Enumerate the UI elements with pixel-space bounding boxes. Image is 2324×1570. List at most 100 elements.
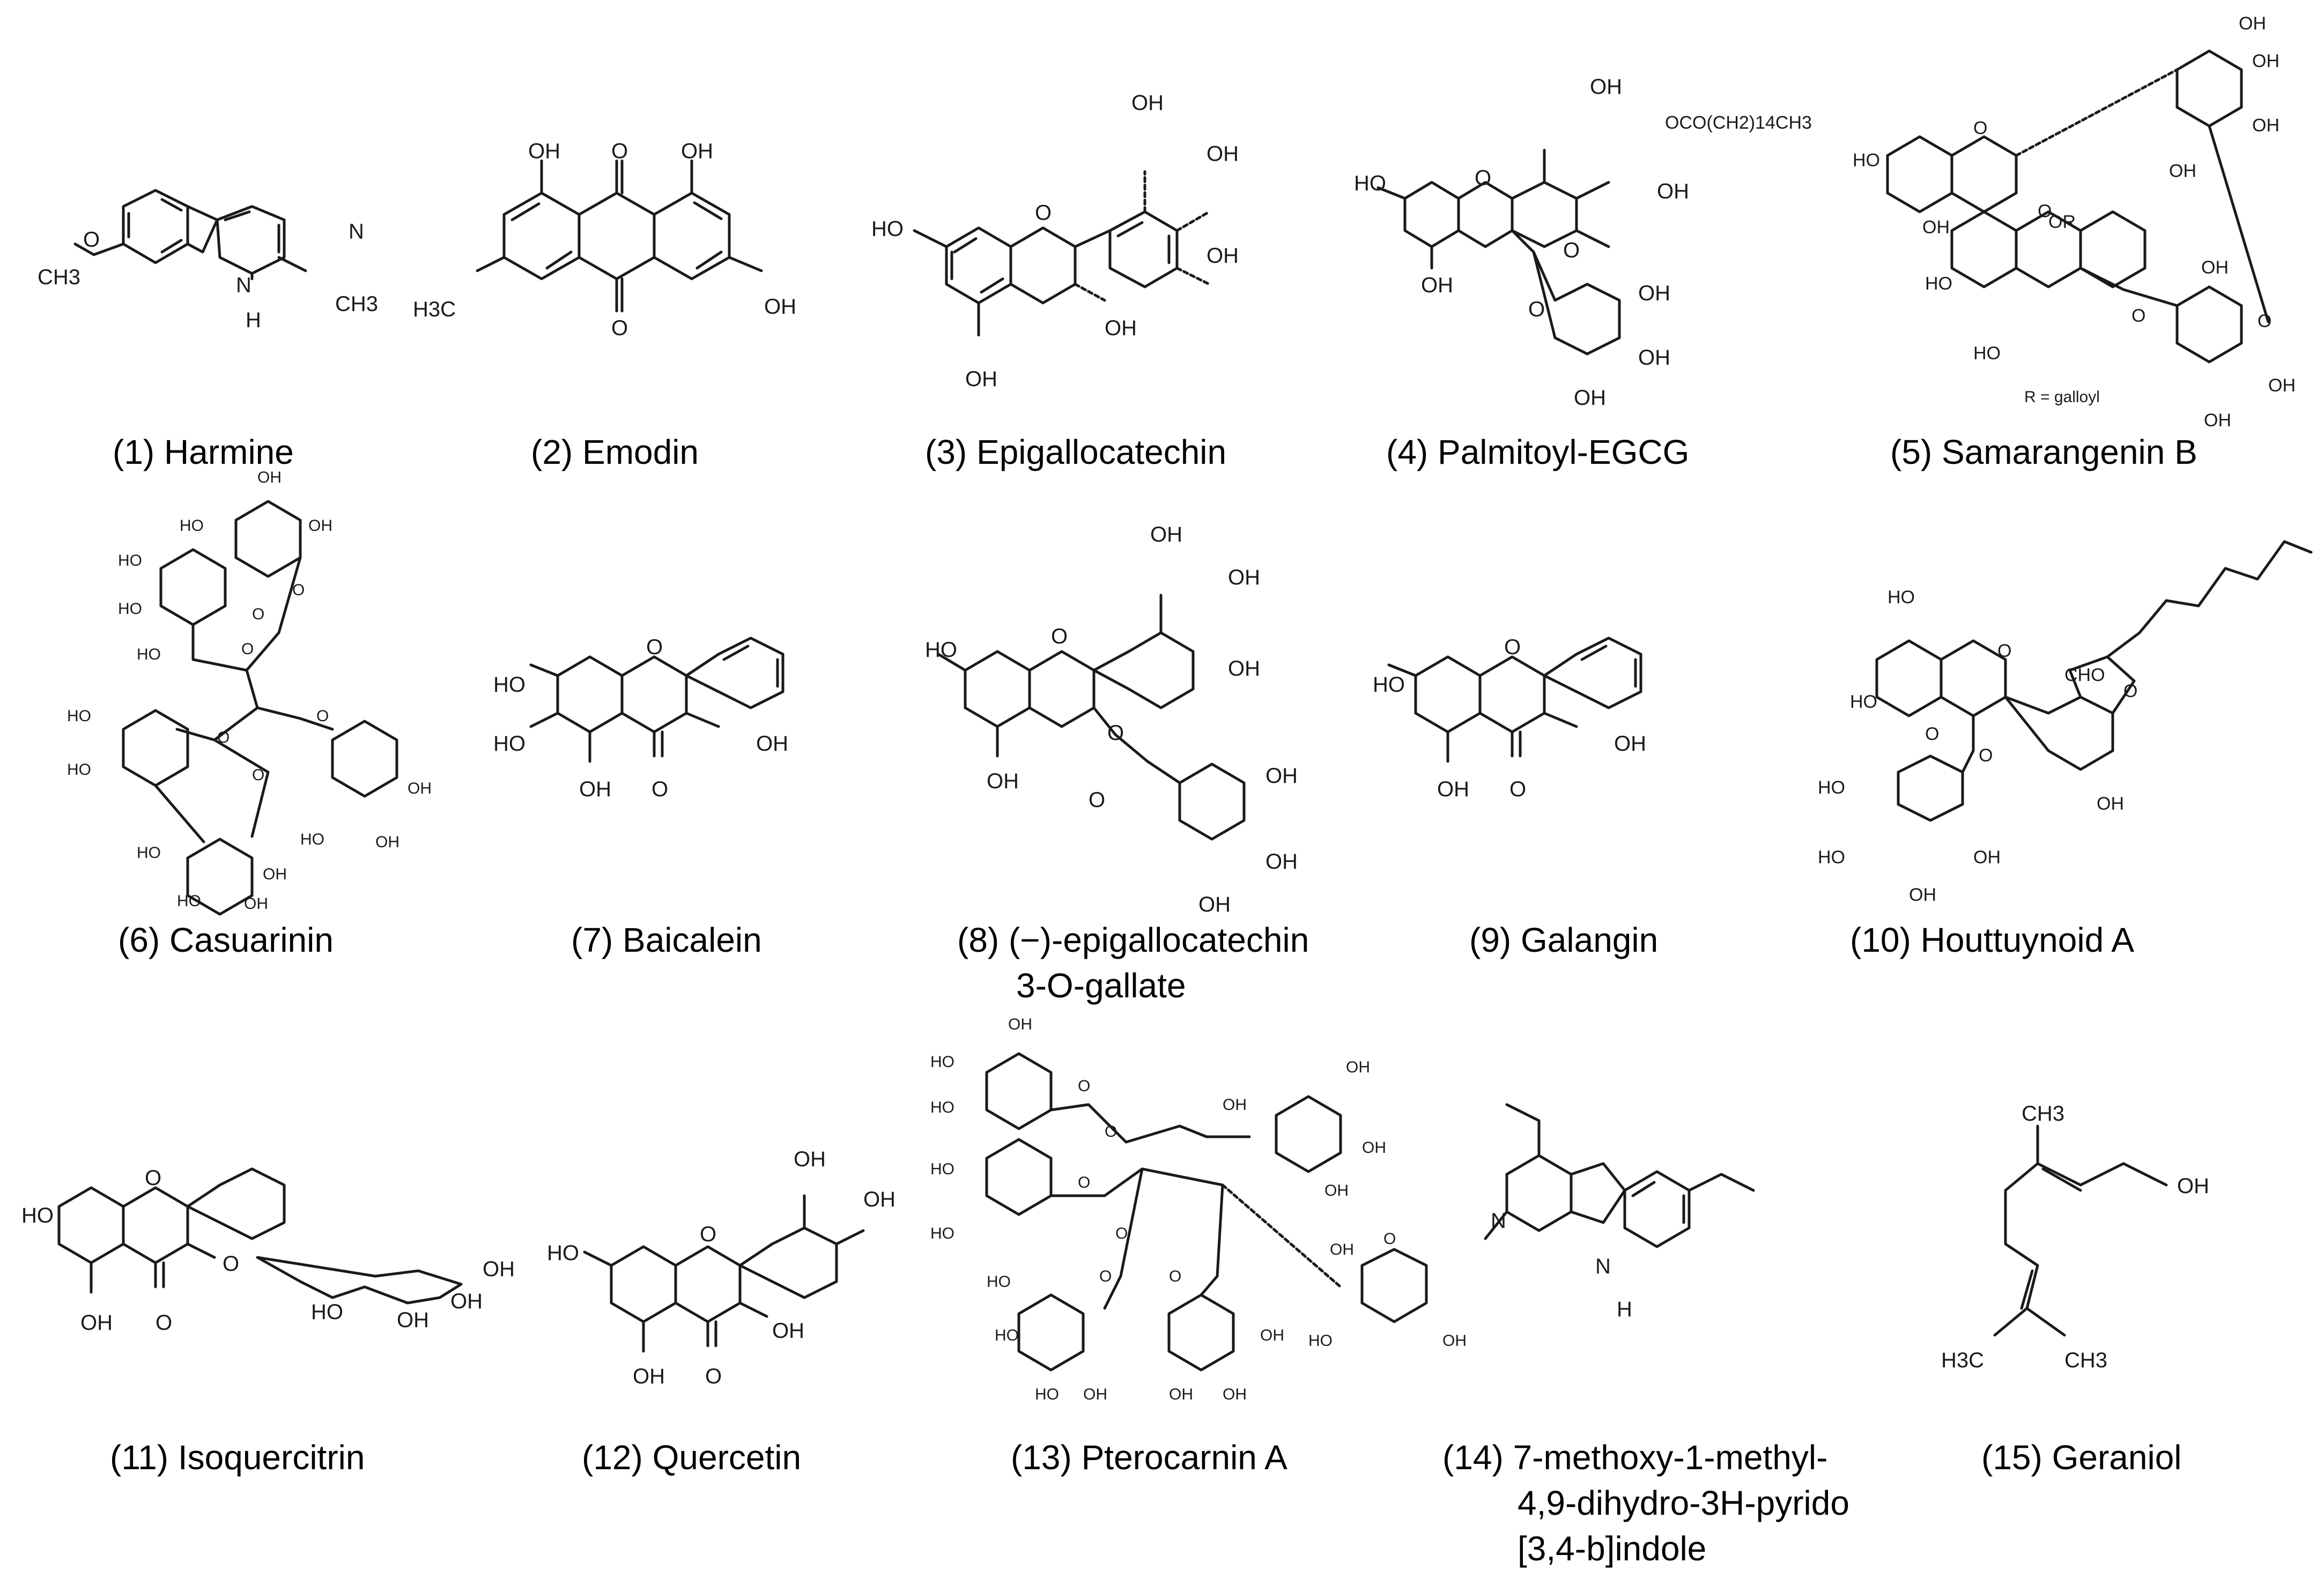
quercetin-ring-o-label: O bbox=[700, 1223, 716, 1246]
pterocarnin-sugar-o-label: O bbox=[1383, 1230, 1396, 1248]
samarangenin-ho-label: HO bbox=[1925, 273, 1952, 294]
quercetin-oh-label: OH bbox=[772, 1319, 804, 1343]
caption-15: (15) Geraniol bbox=[1981, 1438, 2182, 1477]
epigallocatechin-oh-label: OH bbox=[965, 367, 997, 391]
pterocarnin-ho-label: HO bbox=[930, 1053, 954, 1071]
egcg-ho-label: HO bbox=[925, 638, 957, 662]
egcg-oh-label: OH bbox=[987, 769, 1019, 793]
galangin-oh-label: OH bbox=[1437, 777, 1469, 801]
harmine-ch3-label: CH3 bbox=[335, 292, 378, 316]
caption-4: (4) Palmitoyl-EGCG bbox=[1386, 433, 1689, 471]
casuarinin-oh-label: OH bbox=[244, 895, 268, 913]
quercetin-keto-o-label: O bbox=[705, 1365, 722, 1388]
palmitoyl-oh-label: OH bbox=[1638, 282, 1670, 305]
samarangenin-ring-o-label: O bbox=[2038, 201, 2052, 221]
emodin-oh-label: OH bbox=[764, 295, 796, 319]
galangin-oh-label: OH bbox=[1614, 732, 1646, 756]
samarangenin-oh-label: OH bbox=[2252, 115, 2279, 136]
geraniol-ch3-label: CH3 bbox=[2064, 1349, 2107, 1372]
casuarinin-o-label: O bbox=[217, 729, 230, 746]
baicalein-oh-label: OH bbox=[756, 732, 788, 756]
egcg-oh-label: OH bbox=[1150, 523, 1182, 546]
casuarinin-ho-label: HO bbox=[180, 517, 204, 535]
samarangenin-oh-label: OH bbox=[2239, 13, 2266, 34]
structure-casuarinin: OH HO OH HO HO O O HO O O HO HO O O OH H… bbox=[67, 469, 432, 916]
epigallocatechin-ring-o-label: O bbox=[1035, 201, 1052, 225]
epigallocatechin-oh-label: OH bbox=[1105, 316, 1137, 340]
caption-7: (7) Baicalein bbox=[571, 921, 762, 959]
pterocarnin-ho-label: HO bbox=[1035, 1386, 1059, 1403]
harmine-methoxy-ch3-label: CH3 bbox=[38, 265, 80, 289]
palmitoyl-oh-label: OH bbox=[1421, 273, 1453, 297]
casuarinin-oh-label: OH bbox=[408, 780, 432, 797]
casuarinin-oh-label: OH bbox=[308, 517, 332, 535]
structure-harmine: O CH3 N H N CH3 bbox=[38, 189, 378, 332]
baicalein-ho-label: HO bbox=[493, 732, 526, 756]
egcg-carbonyl-o-label: O bbox=[1089, 788, 1105, 812]
samarangenin-oh-label: OH bbox=[2201, 257, 2229, 278]
pterocarnin-o-label: O bbox=[1105, 1123, 1117, 1141]
caption-8-line2: 3-O-gallate bbox=[1016, 966, 1186, 1005]
pterocarnin-ho-label: HO bbox=[987, 1273, 1011, 1291]
caption-8-line1: (8) (−)-epigallocatechin bbox=[957, 921, 1309, 959]
pterocarnin-oh-label: OH bbox=[1362, 1139, 1386, 1157]
caption-9: (9) Galangin bbox=[1469, 921, 1658, 959]
quercetin-oh-label: OH bbox=[633, 1365, 665, 1388]
baicalein-ho-label: HO bbox=[493, 673, 526, 697]
houttuynoid-oh-label: OH bbox=[2097, 794, 2124, 814]
houttuynoid-ho-label: HO bbox=[1850, 692, 1877, 712]
caption-5: (5) Samarangenin B bbox=[1890, 433, 2197, 471]
houttuynoid-oh-label: OH bbox=[1973, 847, 2001, 868]
samarangenin-ester-o-label: O bbox=[2131, 306, 2145, 326]
casuarinin-o-label: O bbox=[252, 605, 264, 623]
egcg-oh-label: OH bbox=[1228, 657, 1260, 680]
caption-14-line2: 4,9-dihydro-3H-pyrido bbox=[1518, 1484, 1849, 1522]
emodin-oh-label: OH bbox=[681, 139, 713, 163]
pterocarnin-oh-label: OH bbox=[1008, 1016, 1032, 1033]
palmitoyl-ester-o-label: O bbox=[1563, 239, 1580, 262]
casuarinin-oh-label: OH bbox=[375, 833, 399, 851]
houttuynoid-glycoside-o-label: O bbox=[1979, 745, 1993, 766]
baicalein-keto-o-label: O bbox=[652, 777, 668, 801]
casuarinin-ho-label: HO bbox=[300, 831, 324, 848]
geraniol-oh-label: OH bbox=[2177, 1174, 2209, 1198]
casuarinin-o-label: O bbox=[252, 766, 264, 784]
galangin-keto-o-label: O bbox=[1509, 777, 1526, 801]
isoquercitrin-oh-label: OH bbox=[450, 1290, 483, 1313]
palmitoyl-oh-label: OH bbox=[1638, 346, 1670, 369]
emodin-keto-o-label: O bbox=[611, 139, 628, 163]
pyridoindole-nh-n-label: N bbox=[1595, 1255, 1611, 1278]
casuarinin-ho-label: HO bbox=[177, 892, 201, 910]
egcg-ester-o-label: O bbox=[1107, 721, 1124, 745]
galangin-ring-o-label: O bbox=[1504, 635, 1521, 659]
isoquercitrin-keto-o-label: O bbox=[156, 1311, 172, 1335]
samarangenin-ether-o-label: O bbox=[2258, 311, 2271, 331]
quercetin-oh-label: OH bbox=[863, 1188, 895, 1211]
epigallocatechin-oh-label: OH bbox=[1131, 91, 1164, 115]
egcg-oh-label: OH bbox=[1198, 893, 1231, 916]
pterocarnin-oh-label: OH bbox=[1169, 1386, 1193, 1403]
pterocarnin-ho-label: HO bbox=[930, 1099, 954, 1116]
structure-samarangenin-b: OH OH OH HO O OR OH OH OH HO O O O OH OH… bbox=[1853, 13, 2296, 431]
pyridoindole-imine-n-label: N bbox=[1491, 1209, 1506, 1233]
caption-2: (2) Emodin bbox=[531, 433, 699, 471]
caption-3: (3) Epigallocatechin bbox=[925, 433, 1226, 471]
caption-14-line3: [3,4-b]indole bbox=[1518, 1529, 1706, 1568]
casuarinin-oh-label: OH bbox=[257, 469, 282, 486]
casuarinin-ho-label: HO bbox=[67, 707, 91, 725]
pterocarnin-o-label: O bbox=[1099, 1268, 1112, 1285]
casuarinin-ho-label: HO bbox=[118, 600, 142, 618]
egcg-oh-label: OH bbox=[1265, 764, 1298, 788]
emodin-keto-o-label: O bbox=[611, 316, 628, 340]
samarangenin-oh-label: OH bbox=[1922, 217, 1950, 238]
samarangenin-oh-label: OH bbox=[2268, 375, 2296, 396]
epigallocatechin-oh-label: OH bbox=[1207, 142, 1239, 166]
caption-1: (1) Harmine bbox=[113, 433, 294, 471]
egcg-oh-label: OH bbox=[1228, 566, 1260, 589]
casuarinin-o-label: O bbox=[316, 707, 329, 725]
casuarinin-o-label: O bbox=[292, 581, 305, 599]
structure-geraniol: CH3 OH H3C CH3 bbox=[1941, 1102, 2209, 1372]
pterocarnin-oh-label: OH bbox=[1324, 1182, 1349, 1199]
caption-6: (6) Casuarinin bbox=[118, 921, 334, 959]
